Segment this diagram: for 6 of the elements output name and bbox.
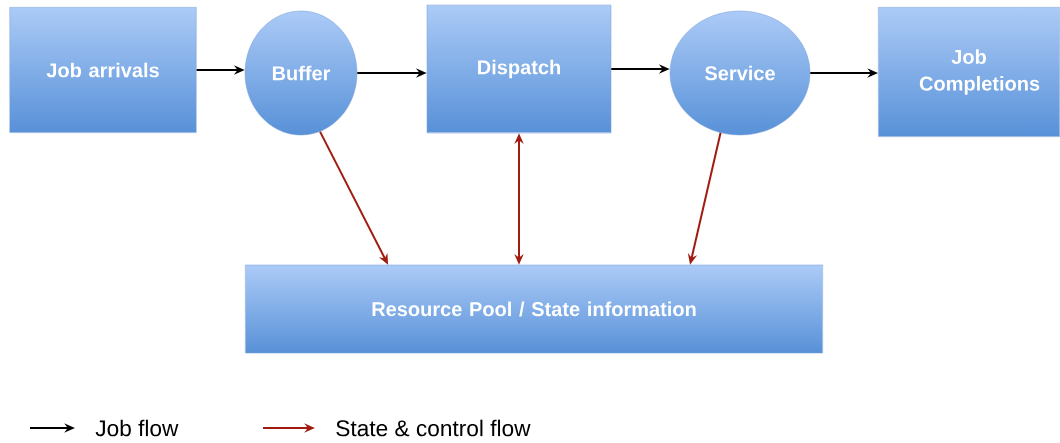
process-box: Job arrivals (9, 7, 197, 133)
legend-label: State & control flow (336, 419, 531, 437)
process-box: Dispatch (426, 4, 612, 134)
legend-label: Job flow (95, 419, 179, 437)
process-box: Job Completions (878, 7, 1060, 137)
process-box: Resource Pool / State information (245, 264, 823, 354)
